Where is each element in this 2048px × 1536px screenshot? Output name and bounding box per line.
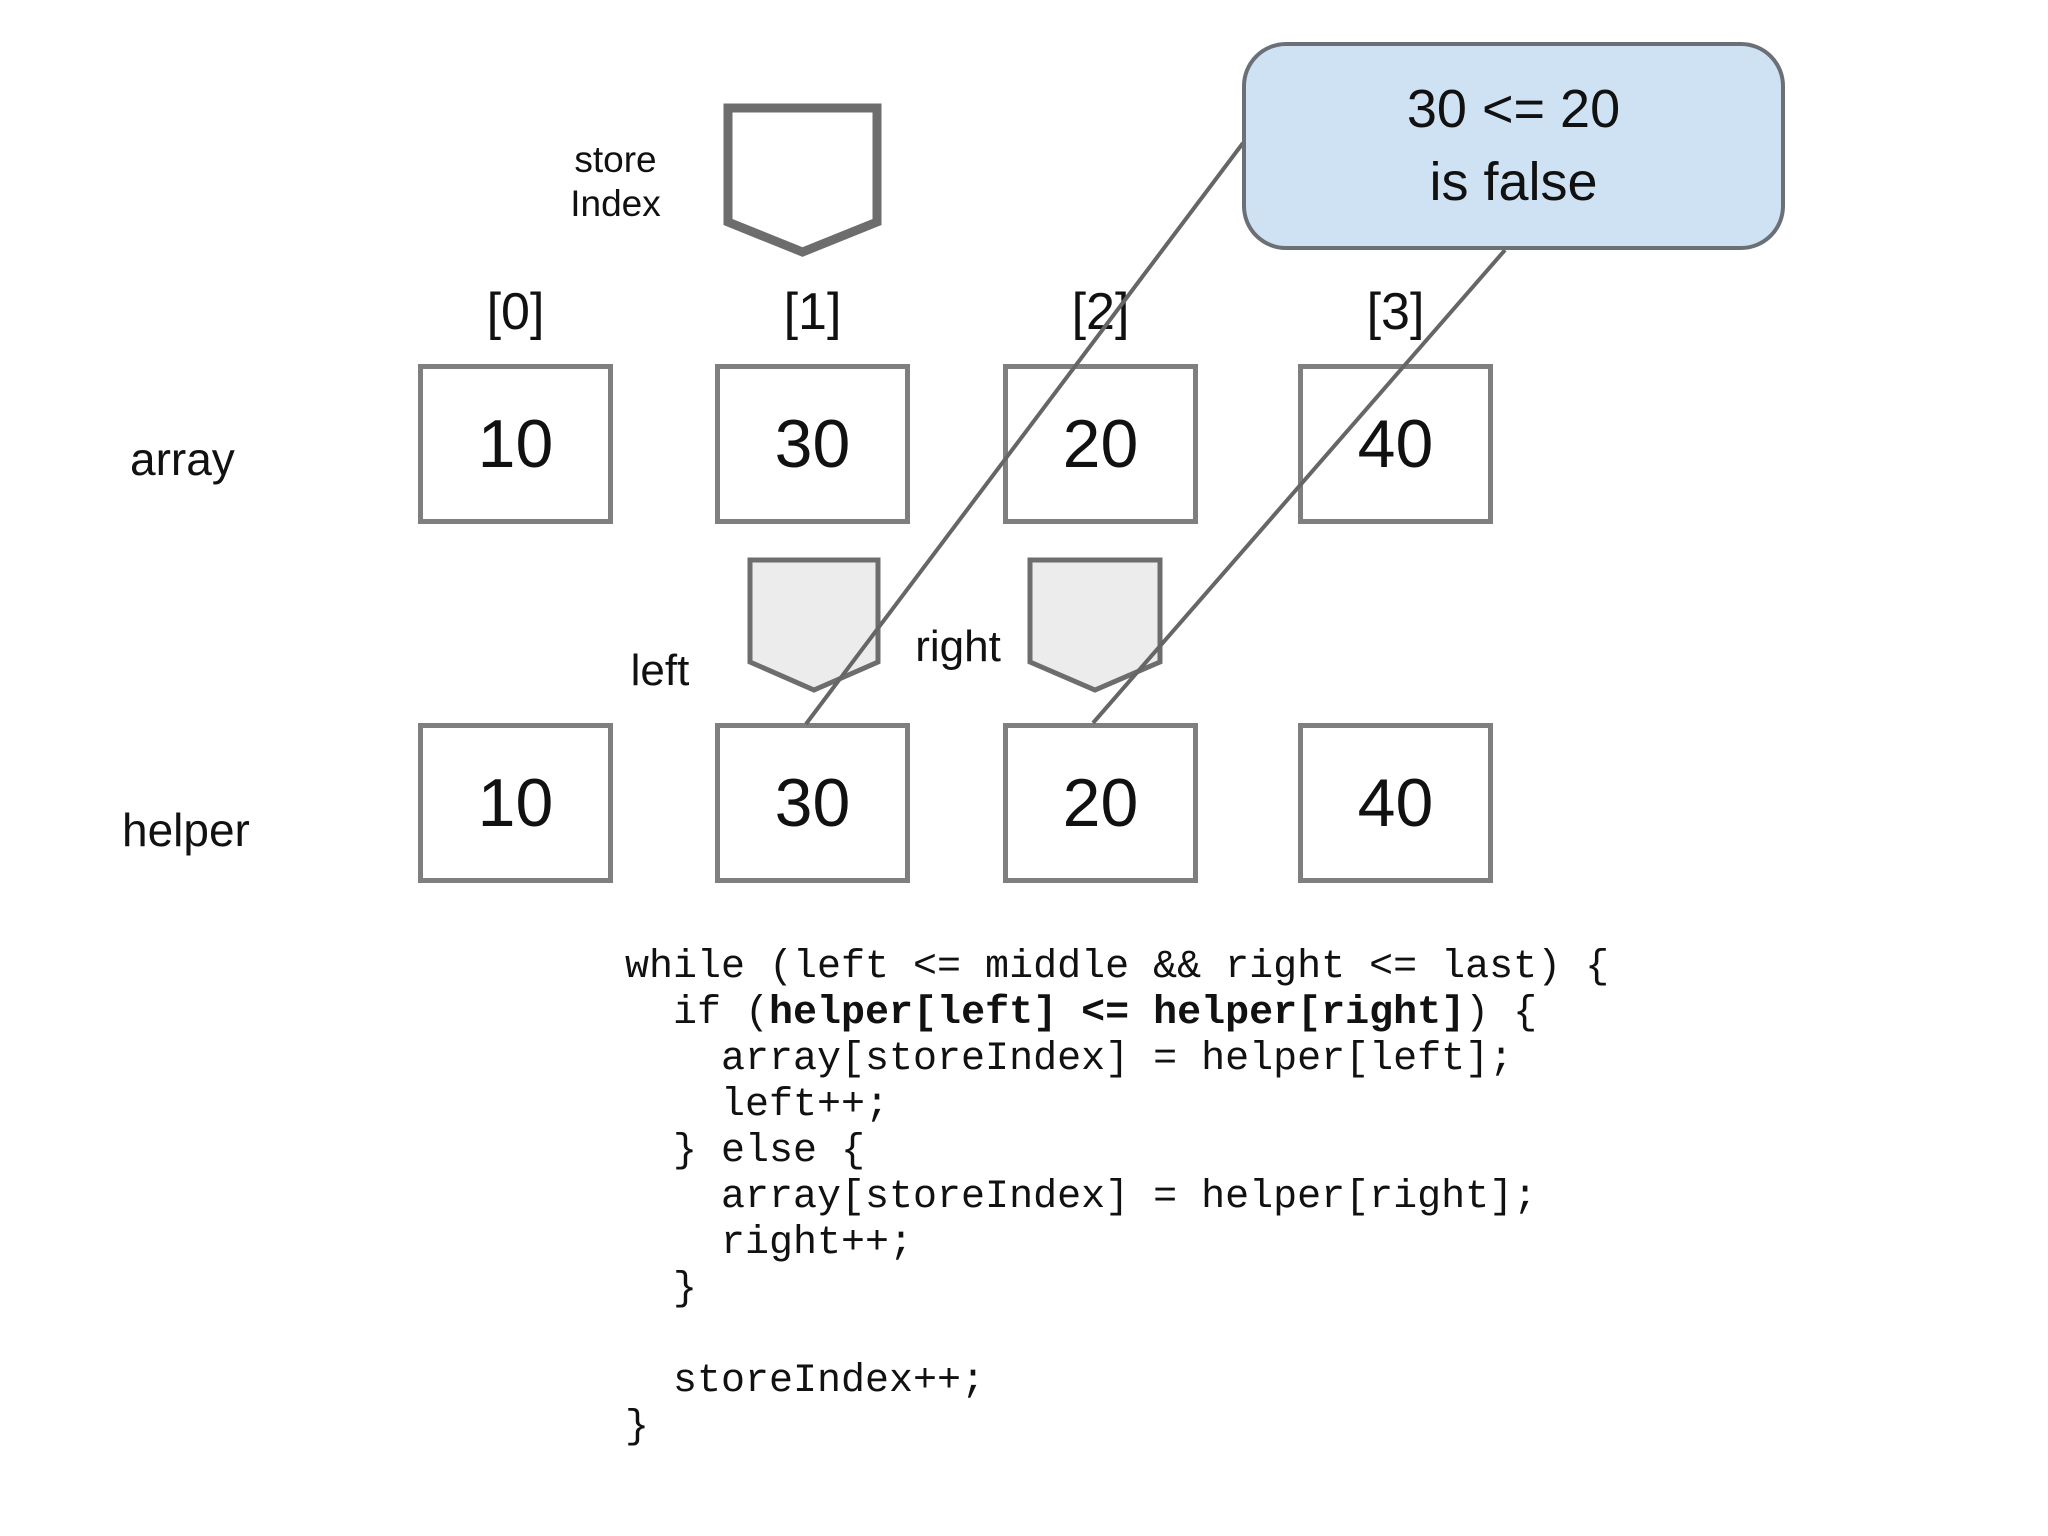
code-line-close-while: }: [625, 1405, 650, 1450]
code-line-blank: [625, 1313, 1609, 1359]
helper-cell-1: 30: [715, 723, 910, 883]
code-line-while: while (left <= middle && right <= last) …: [625, 945, 1610, 990]
array-row-label: array: [130, 433, 235, 485]
code-line-assign-left: array[storeIndex] = helper[left];: [625, 1037, 1514, 1082]
array-cell-0: 10: [418, 364, 613, 524]
index-label-1: [1]: [783, 283, 842, 341]
store-index-label-line1: store: [574, 139, 657, 180]
callout-line1: 30 <= 20: [1406, 79, 1621, 139]
helper-cell-2: 20: [1003, 723, 1198, 883]
store-index-pointer-icon: [723, 103, 882, 257]
helper-cell-3: 40: [1298, 723, 1493, 883]
left-pointer-icon: [747, 557, 881, 693]
left-pointer-label: left: [630, 646, 690, 695]
code-if-condition: helper[left] <= helper[right]: [769, 991, 1466, 1036]
code-if-suffix: ) {: [1465, 991, 1538, 1036]
comparison-callout: 30 <= 20 is false: [1242, 42, 1785, 250]
right-pointer-icon: [1027, 557, 1163, 693]
array-cell-1: 30: [715, 364, 910, 524]
store-index-label: store Index: [528, 138, 703, 226]
store-index-label-line2: Index: [570, 183, 661, 224]
callout-line2: is false: [1429, 152, 1598, 212]
merge-code-block: while (left <= middle && right <= last) …: [625, 945, 1609, 1451]
right-pointer-label: right: [915, 622, 1001, 671]
array-cell-3: 40: [1298, 364, 1493, 524]
code-line-assign-right: array[storeIndex] = helper[right];: [625, 1175, 1538, 1220]
code-line-right-inc: right++;: [625, 1221, 914, 1266]
index-label-2: [2]: [1071, 283, 1130, 341]
array-cell-2: 20: [1003, 364, 1198, 524]
code-line-storeindex-inc: storeIndex++;: [625, 1359, 986, 1404]
code-line-close-if: }: [625, 1267, 698, 1312]
helper-row-label: helper: [122, 804, 250, 856]
code-line-if: if (helper[left] <= helper[right]) {: [625, 991, 1609, 1037]
code-if-prefix: if (: [625, 991, 770, 1036]
index-label-0: [0]: [486, 283, 545, 341]
code-line-else: } else {: [625, 1129, 866, 1174]
code-line-left-inc: left++;: [625, 1083, 890, 1128]
helper-cell-0: 10: [418, 723, 613, 883]
index-label-3: [3]: [1366, 283, 1425, 341]
